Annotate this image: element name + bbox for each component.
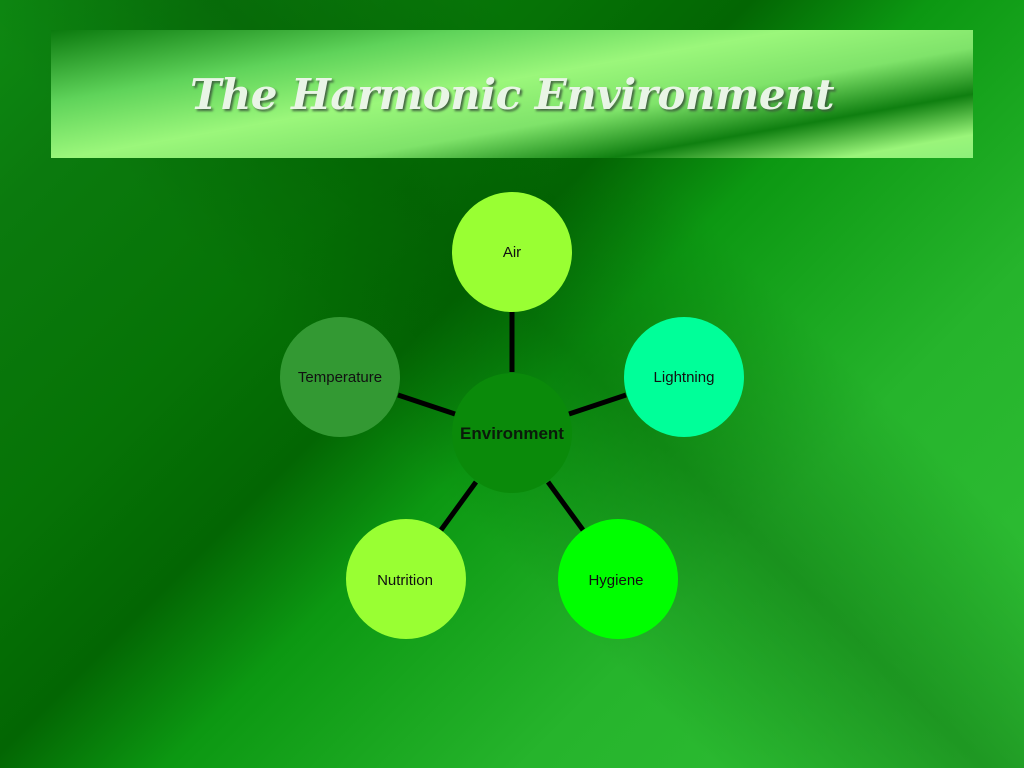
connector-hygiene bbox=[545, 480, 586, 532]
connector-lightning bbox=[568, 392, 627, 417]
node-temperature-label: Temperature bbox=[298, 369, 382, 386]
node-hygiene-label: Hygiene bbox=[588, 572, 643, 589]
node-temperature-circle bbox=[280, 317, 400, 437]
node-lightning-circle bbox=[624, 317, 744, 437]
title-banner: The Harmonic Environment bbox=[51, 30, 973, 158]
node-hygiene-circle bbox=[558, 519, 678, 639]
center-node-label: Environment bbox=[460, 424, 564, 443]
connector-temperature bbox=[397, 392, 456, 417]
node-air-label: Air bbox=[503, 244, 521, 261]
node-nutrition-circle bbox=[346, 519, 466, 639]
node-lightning-label: Lightning bbox=[654, 369, 715, 386]
center-node-environment: Environment bbox=[452, 373, 572, 493]
node-nutrition: Nutrition bbox=[346, 519, 466, 639]
node-lightning: Lightning bbox=[624, 317, 744, 437]
connector-nutrition bbox=[438, 480, 479, 532]
node-hygiene: Hygiene bbox=[558, 519, 678, 639]
center-node-circle bbox=[452, 373, 572, 493]
node-nutrition-label: Nutrition bbox=[377, 572, 433, 589]
slide-title: The Harmonic Environment bbox=[190, 69, 834, 119]
node-air-circle bbox=[452, 192, 572, 312]
node-air: Air bbox=[452, 192, 572, 312]
node-temperature: Temperature bbox=[280, 317, 400, 437]
